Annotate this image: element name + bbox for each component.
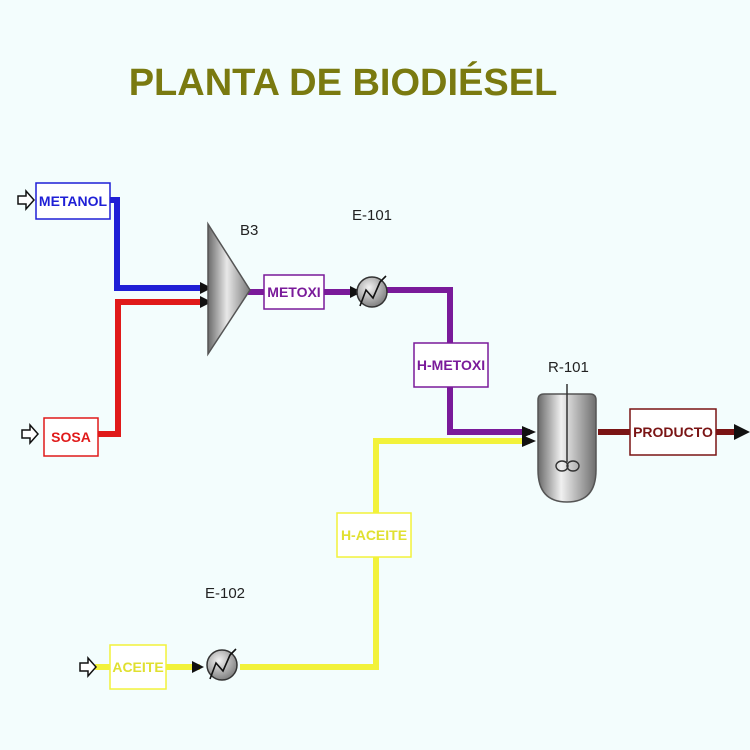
stream-tag-producto-text: PRODUCTO <box>633 424 713 440</box>
arrow-icon <box>350 286 362 298</box>
diagram-title: PLANTA DE BIODIÉSEL <box>129 60 558 104</box>
stream-tag-aceite[interactable]: ACEITE <box>109 644 167 690</box>
stream-tag-metanol-text: METANOL <box>39 193 108 209</box>
feed-arrow-icon <box>79 656 98 678</box>
feed-arrow-icon <box>21 423 40 445</box>
stream-tag-producto[interactable]: PRODUCTO <box>629 408 717 456</box>
arrow-icon <box>734 424 750 440</box>
stream-tag-h-metoxi[interactable]: H-METOXI <box>413 342 489 388</box>
reactor-label: R-101 <box>548 359 589 376</box>
reactor-r101[interactable] <box>537 384 597 503</box>
stream-tag-metanol[interactable]: METANOL <box>35 182 111 220</box>
stream-tag-h-metoxi-text: H-METOXI <box>417 357 485 373</box>
arrow-icon <box>522 426 536 438</box>
stream-tag-metoxi-text: METOXI <box>267 284 320 300</box>
stream-tag-aceite-text: ACEITE <box>112 659 163 675</box>
stream-tag-sosa[interactable]: SOSA <box>43 417 99 457</box>
stream-tag-sosa-text: SOSA <box>51 429 91 445</box>
mixer-label: B3 <box>240 222 258 239</box>
stream-line-sosa <box>98 299 206 437</box>
arrow-icon <box>200 296 212 308</box>
arrow-icon <box>200 282 212 294</box>
arrow-icon <box>522 435 536 447</box>
stream-tag-metoxi[interactable]: METOXI <box>263 274 325 310</box>
stream-line-metanol <box>110 197 206 291</box>
heater-e101-label: E-101 <box>352 207 392 224</box>
stream-tag-h-aceite[interactable]: H-ACEITE <box>336 512 412 558</box>
feed-arrow-icon <box>17 189 36 211</box>
heater-e101[interactable] <box>356 275 388 308</box>
arrow-icon <box>192 661 204 673</box>
stream-tag-h-aceite-text: H-ACEITE <box>341 527 407 543</box>
heater-e102-label: E-102 <box>205 585 245 602</box>
mixer-icon[interactable] <box>207 221 251 357</box>
heater-e102[interactable] <box>206 648 238 681</box>
